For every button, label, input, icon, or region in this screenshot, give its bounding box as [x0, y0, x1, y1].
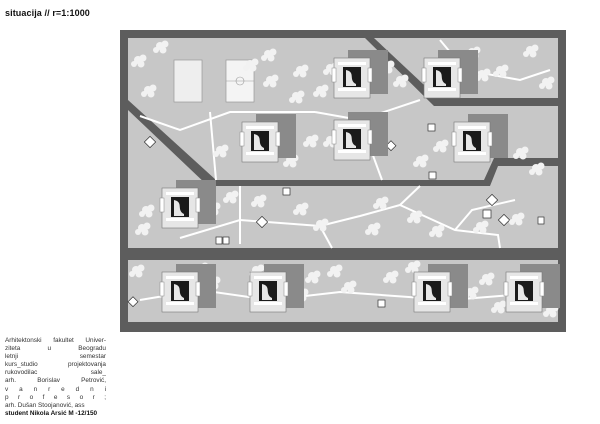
- credits-block: Arhitektonski fakultet Univer- ziteta u …: [5, 337, 106, 418]
- sports-field-plain: [173, 59, 203, 103]
- credit-line: Arhitektonski fakultet Univer-: [5, 337, 106, 344]
- credit-line: arh. Dušan Stoojanović, ass: [5, 401, 85, 409]
- credit-line: p r o f e s o r ;: [5, 393, 106, 401]
- credit-line: letnji semestar: [5, 353, 106, 361]
- drawing-title: situacija // r=1:1000: [5, 8, 90, 18]
- credit-line: kurs_studio projektovanja: [5, 361, 106, 369]
- site-plan: [120, 30, 566, 332]
- credit-line: rukovodilac sale_: [5, 369, 106, 377]
- credit-line: arh. Borislav Petrović,: [5, 377, 106, 385]
- credit-line: ziteta u Beogradu: [5, 345, 106, 353]
- student-name: student Nikola Arsić M -12/150: [5, 409, 98, 417]
- credit-line: v a n r e d n i: [5, 385, 106, 393]
